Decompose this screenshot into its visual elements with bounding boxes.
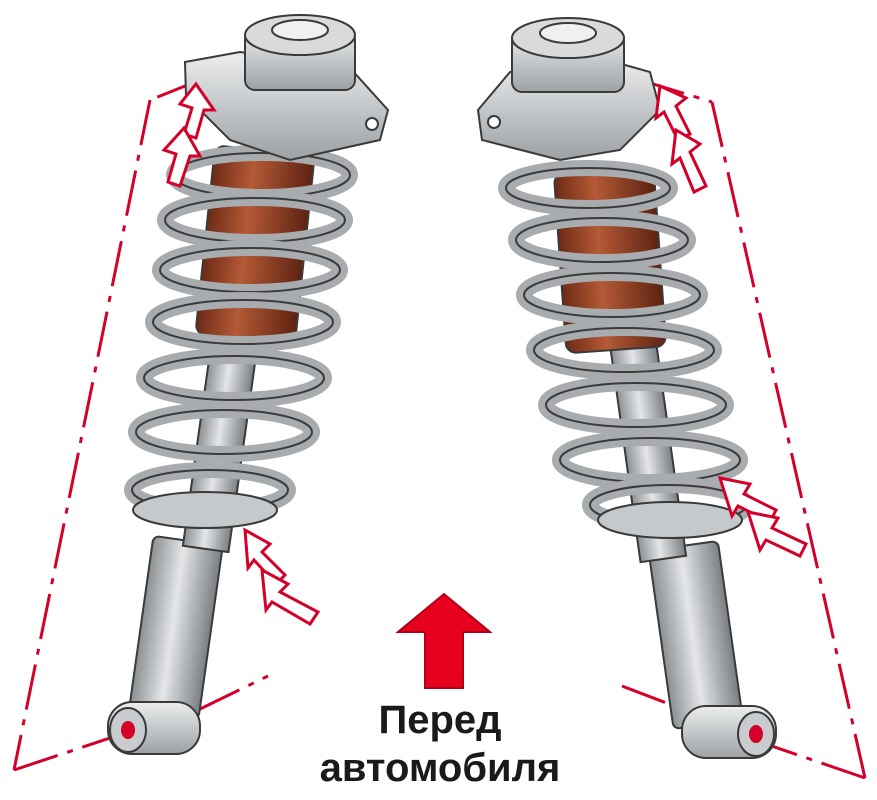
right-strut — [476, 17, 867, 780]
outline-arrow-icon — [670, 127, 708, 195]
right-lower-spring-seat — [597, 501, 743, 539]
right-guide-line-outer — [710, 101, 867, 779]
right-bottom-eye — [681, 705, 777, 759]
caption-line-2: автомобиля — [319, 746, 561, 790]
left-shock-body — [128, 535, 224, 720]
left-coil-spring — [124, 145, 358, 518]
right-lower-marker-arrows — [717, 476, 809, 558]
left-lower-marker-arrows — [243, 527, 321, 627]
outline-arrow-icon — [654, 83, 693, 143]
right-mount-nut — [539, 22, 597, 44]
left-lower-spring-seat — [132, 491, 278, 529]
left-guide-line-outer — [12, 99, 152, 771]
right-upper-marker-arrows — [654, 83, 708, 195]
right-guide-line-bottom — [759, 740, 866, 780]
left-guide-line-lower — [197, 674, 269, 712]
left-bottom-eye — [107, 701, 201, 755]
right-mount-hole — [487, 115, 501, 129]
outline-arrow-icon — [260, 567, 321, 627]
outline-arrow-icon — [161, 125, 203, 188]
arrow-up-icon — [395, 592, 493, 689]
outline-arrow-icon — [745, 510, 809, 558]
left-upper-marker-arrows — [161, 81, 217, 188]
left-strut — [12, 14, 390, 772]
caption-line-1: Перед — [378, 698, 502, 742]
left-mount-hole — [365, 117, 379, 131]
left-mount-nut — [271, 19, 329, 41]
